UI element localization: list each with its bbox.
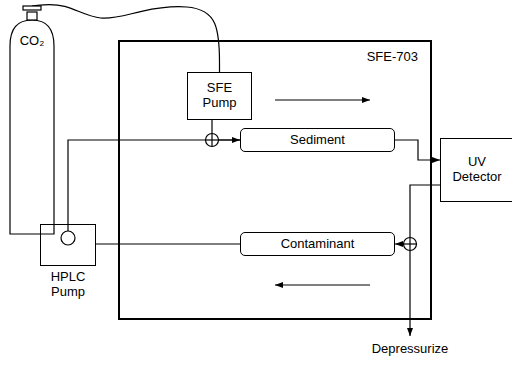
flow-line xyxy=(395,185,440,244)
housing-title: SFE-703 xyxy=(367,50,418,65)
node-label: Contaminant xyxy=(281,237,355,252)
pump-box: SFE Pump xyxy=(187,72,252,120)
flow-arrow xyxy=(275,284,370,285)
flow-line xyxy=(68,140,240,224)
node-label: UV Detector xyxy=(446,155,508,185)
vent-label: Depressurize xyxy=(360,342,460,357)
pump-housing xyxy=(40,224,96,266)
node-label: SFE Pump xyxy=(199,81,241,111)
vent-line xyxy=(409,251,410,336)
detector-box: UV Detector xyxy=(440,138,512,202)
instrument-housing: SFE PumpSedimentContaminant SFE-703 xyxy=(118,40,432,320)
node-label: HPLC Pump xyxy=(40,270,96,300)
valve-symbol xyxy=(206,134,219,147)
flow-arrow xyxy=(275,99,370,100)
pump-head-symbol xyxy=(41,225,95,265)
gas-line xyxy=(32,4,220,72)
gas-cylinder: CO₂ xyxy=(8,6,56,236)
flow-line xyxy=(395,140,440,160)
node-label: CO₂ xyxy=(20,34,45,49)
node-label: Sediment xyxy=(290,133,345,148)
column-box: Sediment xyxy=(240,128,395,152)
valve-symbol xyxy=(404,238,417,251)
column-box: Contaminant xyxy=(240,232,395,256)
pump-box: HPLC Pump xyxy=(40,224,96,300)
